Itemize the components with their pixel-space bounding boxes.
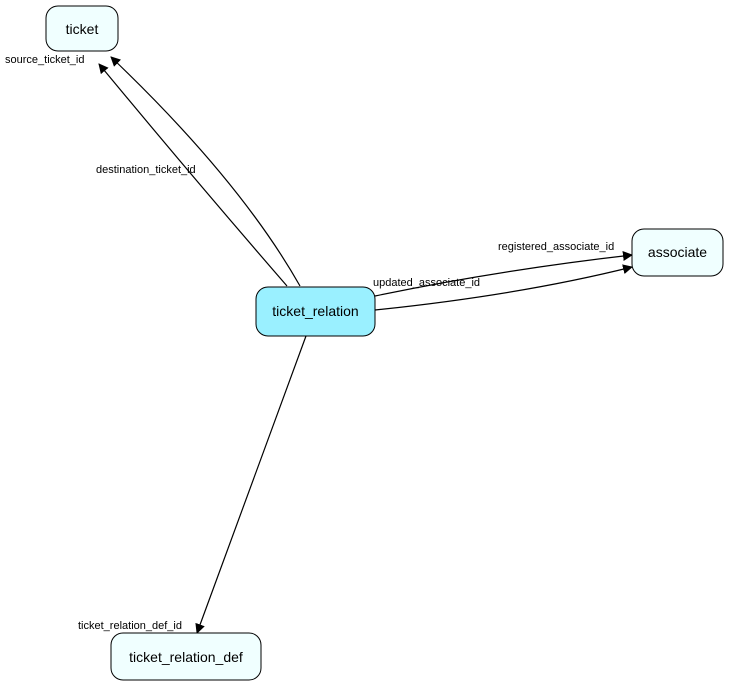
edge-label-ticket-relation-def-id: ticket_relation_def_id bbox=[78, 620, 182, 632]
edge-label-registered-associate-id: registered_associate_id bbox=[498, 241, 614, 253]
node-ticket-relation-def[interactable]: ticket_relation_def bbox=[110, 632, 262, 681]
edge-label-updated-associate-id: updated_associate_id bbox=[373, 277, 480, 289]
edge-source-ticket-id bbox=[98, 63, 288, 287]
node-ticket-relation[interactable]: ticket_relation bbox=[255, 286, 376, 337]
edge-ticket-relation-def-id bbox=[195, 335, 307, 634]
node-ticket[interactable]: ticket bbox=[45, 5, 119, 52]
node-ticket-label: ticket bbox=[66, 21, 99, 37]
node-ticket-relation-label: ticket_relation bbox=[272, 303, 358, 319]
edge-label-destination-ticket-id: destination_ticket_id bbox=[96, 164, 196, 176]
edge-registered-associate-id bbox=[374, 251, 633, 297]
edge-updated-associate-id bbox=[374, 264, 633, 311]
edge-destination-ticket-id bbox=[110, 56, 301, 287]
edge-label-source-ticket-id: source_ticket_id bbox=[5, 54, 85, 66]
node-associate-label: associate bbox=[648, 244, 707, 260]
node-ticket-relation-def-label: ticket_relation_def bbox=[129, 649, 243, 665]
node-associate[interactable]: associate bbox=[631, 228, 724, 277]
